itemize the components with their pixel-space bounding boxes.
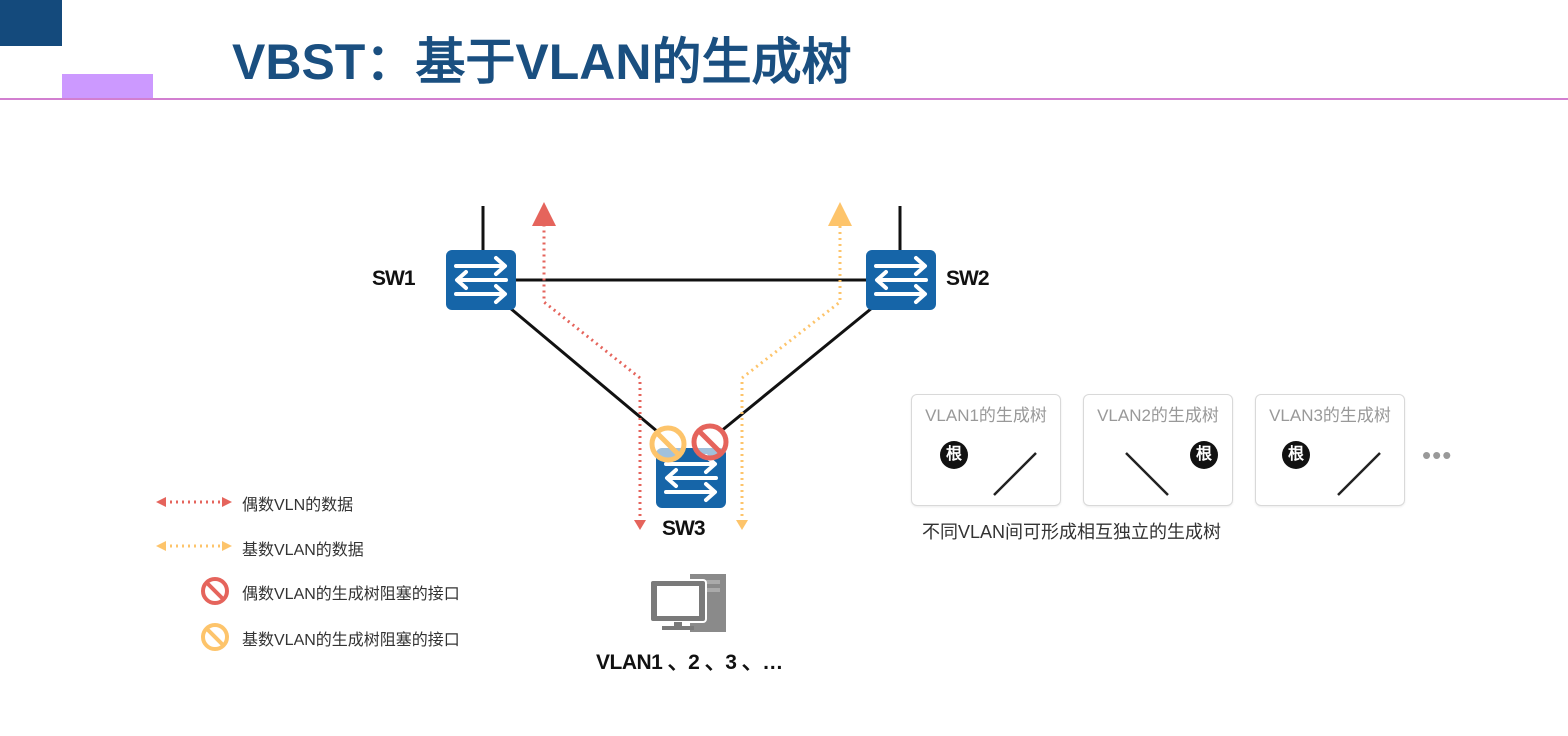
tree-title: VLAN2的生成树 bbox=[1097, 406, 1219, 425]
tree-card-vlan2: VLAN2的生成树 根 bbox=[1083, 394, 1233, 506]
even-vlan-data-path bbox=[532, 202, 642, 522]
pc-icon bbox=[649, 574, 726, 632]
tree-link-icon bbox=[1125, 452, 1169, 496]
tree-card-vlan1: VLAN1的生成树 根 bbox=[911, 394, 1061, 506]
page-title: VBST：基于VLAN的生成树 bbox=[232, 34, 852, 90]
legend-odd-blocked-label: 基数VLAN的生成树阻塞的接口 bbox=[242, 632, 460, 649]
sw1-switch-icon[interactable] bbox=[444, 248, 518, 312]
tree-link-icon bbox=[993, 452, 1037, 496]
legend-yellow-arrow-icon bbox=[156, 541, 232, 551]
even-vlan-down-arrowhead bbox=[634, 520, 646, 530]
odd-blocked-port-icon bbox=[649, 425, 687, 463]
sw1-label: SW1 bbox=[372, 267, 416, 290]
accent-block bbox=[62, 74, 153, 98]
legend-blocked-yellow-icon bbox=[201, 623, 229, 651]
corner-decoration bbox=[0, 0, 62, 46]
legend-red-arrow-icon bbox=[156, 497, 232, 507]
legend-blocked-red-icon bbox=[201, 577, 229, 605]
link-sw2-sw3 bbox=[719, 306, 873, 434]
legend-even-blocked-label: 偶数VLAN的生成树阻塞的接口 bbox=[242, 586, 460, 603]
odd-vlan-data-path bbox=[740, 202, 852, 522]
tree-title: VLAN1的生成树 bbox=[925, 406, 1047, 425]
root-badge: 根 bbox=[1282, 441, 1310, 469]
tree-link-icon bbox=[1337, 452, 1381, 496]
even-blocked-port-icon bbox=[691, 423, 729, 461]
sw3-label: SW3 bbox=[662, 517, 706, 540]
tree-title: VLAN3的生成树 bbox=[1269, 406, 1391, 425]
trees-caption: 不同VLAN间可形成相互独立的生成树 bbox=[922, 522, 1222, 542]
more-ellipsis-icon: ••• bbox=[1422, 440, 1453, 470]
sw2-label: SW2 bbox=[946, 267, 990, 290]
host-vlan-label: VLAN1 、2 、3 、… bbox=[596, 651, 783, 674]
legend-odd-data-label: 基数VLAN的数据 bbox=[242, 542, 364, 559]
odd-vlan-down-arrowhead bbox=[736, 520, 748, 530]
tree-card-vlan3: VLAN3的生成树 根 bbox=[1255, 394, 1405, 506]
legend-even-data-label: 偶数VLN的数据 bbox=[242, 497, 354, 514]
sw2-switch-icon[interactable] bbox=[864, 248, 938, 312]
title-divider bbox=[0, 98, 1568, 100]
link-sw1-sw3 bbox=[509, 306, 659, 434]
root-badge: 根 bbox=[940, 441, 968, 469]
root-badge: 根 bbox=[1190, 441, 1218, 469]
